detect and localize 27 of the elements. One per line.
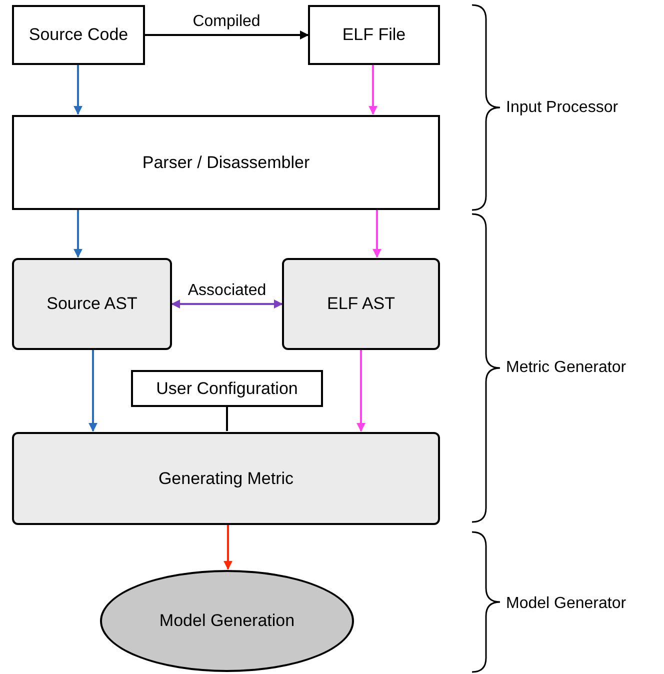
arrow xyxy=(372,210,382,258)
node-label: Parser / Disassembler xyxy=(142,152,310,174)
node-label: Source AST xyxy=(46,293,138,315)
process-box xyxy=(12,258,172,350)
stage-label: Model Generator xyxy=(506,594,626,614)
process-box xyxy=(282,258,440,350)
process-box xyxy=(12,115,440,210)
process-box xyxy=(12,432,440,525)
node-label: Generating Metric xyxy=(158,468,294,490)
arrow xyxy=(224,525,232,570)
arrow xyxy=(74,210,82,258)
stage-label: Metric Generator xyxy=(506,358,626,378)
node-label: Source Code xyxy=(28,24,128,46)
stage-label: Input Processor xyxy=(506,98,618,118)
arrow xyxy=(88,350,98,432)
node-label: ELF AST xyxy=(326,293,396,315)
process-box xyxy=(12,5,145,65)
process-box xyxy=(308,5,440,65)
arrow xyxy=(368,65,378,115)
node-label: User Configuration xyxy=(156,378,298,400)
node-label: ELF File xyxy=(342,24,406,46)
arrow xyxy=(74,65,82,115)
arrow xyxy=(145,30,309,40)
node-label: Model Generation xyxy=(159,610,295,632)
process-box xyxy=(131,370,323,407)
arrow xyxy=(356,350,366,432)
arrow xyxy=(171,300,283,308)
